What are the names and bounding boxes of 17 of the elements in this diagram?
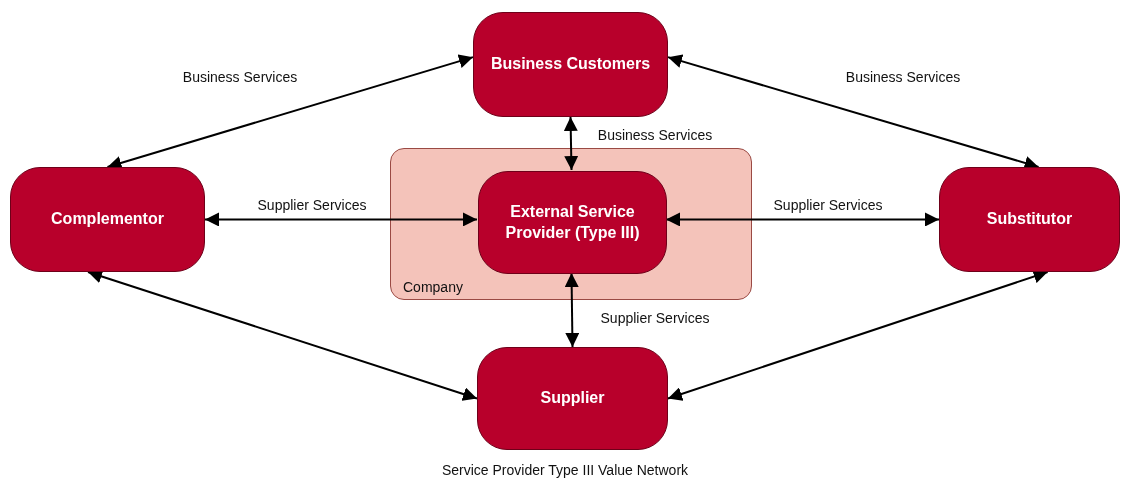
rounded-box <box>10 167 205 272</box>
node-label: Supplier <box>540 388 605 409</box>
double-arrow <box>564 272 580 348</box>
group-box <box>390 148 752 300</box>
double-arrow <box>563 116 579 171</box>
rounded-box <box>473 12 668 117</box>
node-label: External Service Provider (Type III) <box>504 201 641 243</box>
caption: Service Provider Type III Value Network <box>441 462 689 478</box>
rounded-box <box>478 171 667 274</box>
rounded-box <box>939 167 1120 272</box>
node-label: Complementor <box>51 209 164 230</box>
node-label: Substitutor <box>986 209 1073 230</box>
rounded-box <box>477 347 668 450</box>
group-label: Company <box>403 279 463 295</box>
double-arrow <box>204 212 478 227</box>
node-label: Business Customers <box>490 54 651 75</box>
double-arrow <box>665 212 940 227</box>
